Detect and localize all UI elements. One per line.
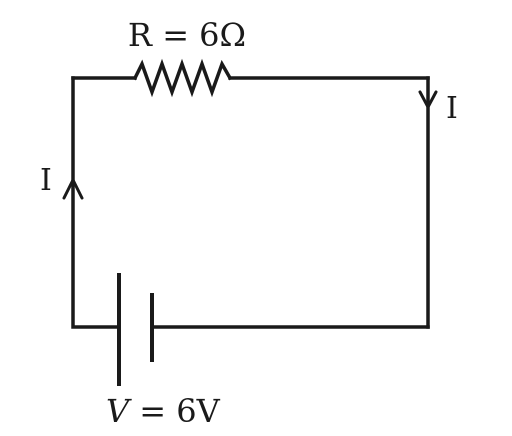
resistor-label: R = 6Ω <box>128 16 246 54</box>
current-label-left: I <box>40 163 52 198</box>
battery-label-value: = 6V <box>129 392 221 430</box>
battery-label: V = 6V <box>106 392 221 430</box>
battery-label-symbol: V <box>106 392 132 430</box>
left-wire <box>71 76 121 329</box>
current-arrow-right-down-icon <box>418 90 438 111</box>
current-arrow-left-up-icon <box>62 176 84 200</box>
current-label-right: I <box>446 91 458 126</box>
resistor-zigzag <box>132 58 233 98</box>
